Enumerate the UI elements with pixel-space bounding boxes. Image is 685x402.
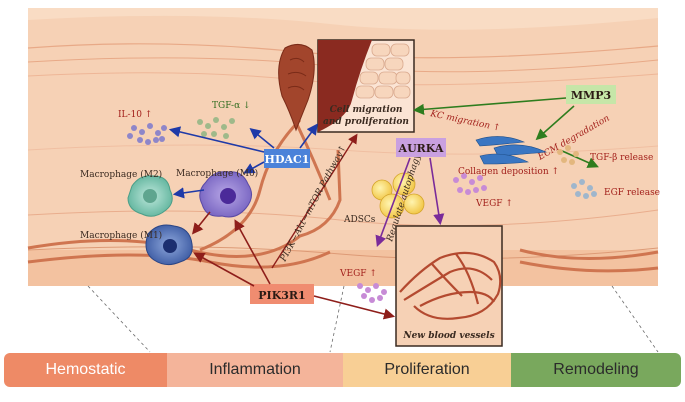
mmp3-box bbox=[566, 85, 616, 104]
macrophage-m1-label: Macrophage (M1) bbox=[80, 230, 162, 241]
stage-proliferation: Proliferation bbox=[343, 353, 511, 387]
stage-inflammation: Inflammation bbox=[167, 353, 343, 387]
macrophage-arrows bbox=[172, 187, 211, 235]
stage-inflammation-label: Inflammation bbox=[209, 361, 301, 378]
egf-particles bbox=[571, 179, 597, 199]
stage-hemostatic: Hemostatic bbox=[4, 353, 167, 387]
hair-follicle bbox=[278, 44, 315, 132]
egf-label: EGF release bbox=[604, 188, 660, 198]
cell-migration-inset: Cell migration and proliferation bbox=[317, 39, 415, 133]
hdac1-box bbox=[264, 149, 310, 168]
stage-guides bbox=[87, 285, 659, 353]
collagen-label: Collagen deposition ↑ bbox=[458, 167, 559, 177]
macrophage-m1 bbox=[145, 224, 193, 266]
il10-label: IL-10 ↑ bbox=[118, 110, 152, 120]
macrophage-m0 bbox=[199, 171, 252, 218]
aurka-label: AURKA bbox=[398, 142, 444, 155]
aurka-box bbox=[396, 138, 446, 157]
pik3r1-arrows bbox=[193, 219, 396, 320]
mmp3-arrows bbox=[412, 97, 599, 168]
stage-proliferation-label: Proliferation bbox=[384, 361, 470, 378]
cell-migration-label-1: Cell migration bbox=[330, 105, 403, 115]
vegf-mid-label: VEGF ↑ bbox=[475, 199, 513, 209]
macrophage-m0-label: Macrophage (M0) bbox=[176, 168, 258, 179]
pathway-arrow bbox=[271, 133, 358, 269]
new-vessels-label: New blood vessels bbox=[402, 331, 494, 341]
hdac1-arrows bbox=[168, 123, 318, 174]
vegf-mid-particles bbox=[453, 173, 487, 195]
vegf-low-particles bbox=[357, 283, 387, 303]
il10-particles bbox=[127, 123, 167, 145]
adscs-label: ADSCs bbox=[343, 215, 376, 225]
tgf-beta-label: TGF-β release bbox=[590, 153, 653, 163]
tgf-alpha-label: TGF-α ↓ bbox=[212, 101, 251, 111]
stage-remodeling-label: Remodeling bbox=[553, 361, 639, 378]
vegf-low-label: VEGF ↑ bbox=[339, 269, 377, 279]
new-vessels-inset: New blood vessels bbox=[395, 225, 503, 347]
pik3r1-box bbox=[250, 284, 314, 304]
aurka-arrows bbox=[375, 157, 445, 247]
stage-remodeling: Remodeling bbox=[511, 353, 681, 387]
collagen-fibers bbox=[475, 136, 548, 165]
stage-hemostatic-label: Hemostatic bbox=[45, 361, 126, 378]
macrophage-m2-label: Macrophage (M2) bbox=[80, 169, 162, 180]
cell-migration-label-2: and proliferation bbox=[323, 117, 409, 127]
hdac1-label: HDAC1 bbox=[265, 153, 310, 166]
pik3r1-label: PIK3R1 bbox=[258, 289, 305, 302]
mmp3-label: MMP3 bbox=[571, 89, 611, 102]
tgf-alpha-particles bbox=[197, 117, 235, 139]
tgf-beta-particles bbox=[557, 145, 579, 165]
adscs-cluster bbox=[371, 172, 425, 219]
macrophage-m2 bbox=[127, 175, 173, 217]
